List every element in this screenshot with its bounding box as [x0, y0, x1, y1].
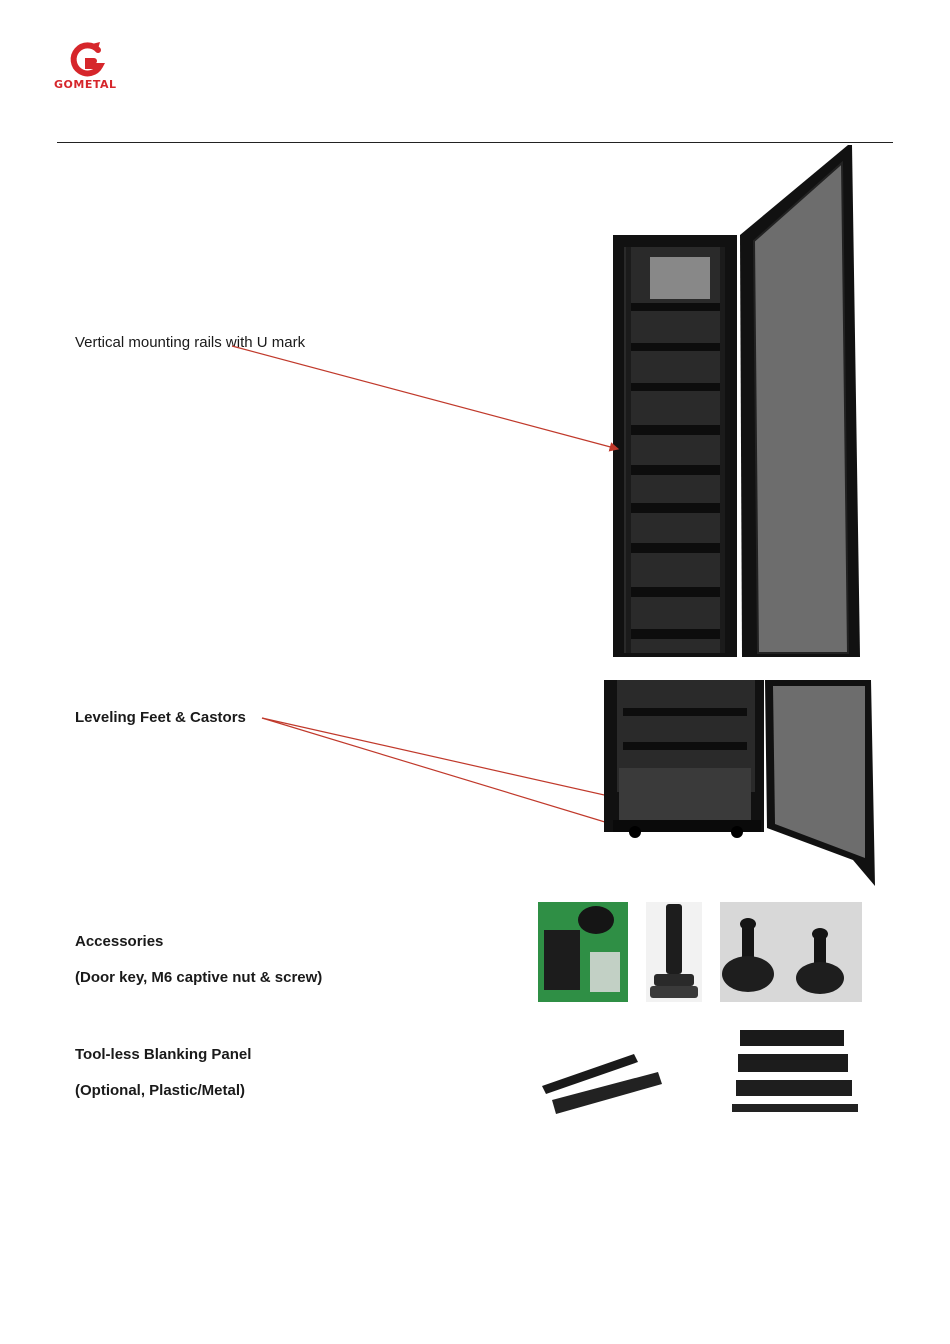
header-rule — [57, 142, 893, 143]
cabinet-bottom-image — [603, 680, 877, 890]
plastic-blanking-panel-image — [540, 1050, 666, 1122]
leveling-feet-image — [720, 902, 862, 1002]
logo-wordmark: GOMETAL — [54, 78, 117, 91]
logo-mark — [70, 42, 106, 77]
accessories-title: Accessories — [75, 933, 164, 950]
blanking-detail: (Optional, Plastic/Metal) — [75, 1082, 246, 1099]
rails-label: Vertical mounting rails with U mark — [75, 334, 306, 351]
feet-label: Leveling Feet & Castors — [75, 709, 246, 726]
door-key-bag-image — [538, 902, 628, 1002]
gometal-logo — [52, 40, 124, 96]
rails-arrow — [231, 345, 620, 452]
metal-blanking-panels-image — [726, 1028, 864, 1116]
cabinet-front-image — [612, 143, 864, 661]
feet-arrow-left — [261, 717, 630, 832]
blanking-title: Tool-less Blanking Panel — [75, 1046, 252, 1063]
captive-screw-image — [646, 902, 702, 1002]
accessories-detail: (Door key, M6 captive nut & screw) — [75, 969, 323, 986]
